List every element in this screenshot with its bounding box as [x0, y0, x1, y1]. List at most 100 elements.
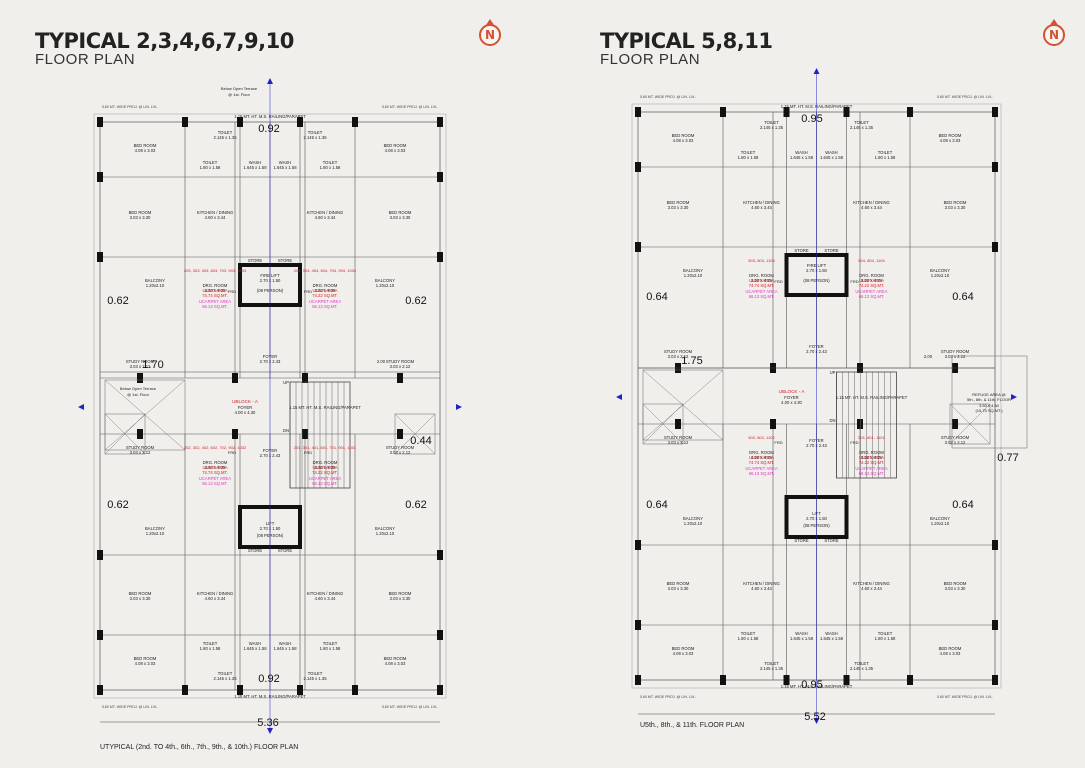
kitchen-bottom-right-dim: 4.60 x 3.44: [861, 586, 882, 591]
kitchen-bottom-left-name: KITCHEN / DINING: [197, 591, 234, 596]
bedroom-bottom-right-name: BED ROOM: [939, 646, 962, 651]
block-foyer-dim: 4.00 x 4.30: [781, 400, 802, 405]
bedroom2-bottom-right-dim: 3.03 x 3.30: [390, 596, 411, 601]
unit-top-right-carpet-value: 66.13 SQ.MT.: [859, 294, 885, 299]
wash-top-left-dim: 1.645 x 1.58: [790, 155, 814, 160]
toilet-bottom-left-name: TOILET: [764, 661, 779, 666]
dim-5-36: 5.36: [257, 717, 278, 729]
drawing-room-top-right-name: DRG. ROOM: [859, 273, 884, 278]
balcony-bottom-left-name: BALCONY: [683, 516, 703, 521]
frd-label: FRD: [774, 440, 782, 445]
dim-0-62-bl: 0.62: [107, 499, 128, 511]
terrace-box: [642, 403, 684, 445]
block-label: UBLOCK - A: [232, 399, 259, 404]
toilet2-top-left-dim: 1.80 x 1.58: [738, 155, 759, 160]
bedroom2-top-right-dim: 3.03 x 3.30: [390, 215, 411, 220]
wall-column: [182, 117, 188, 127]
terrace-note: @ 1st. Floor: [127, 392, 150, 397]
block-label: UBLOCK - A: [779, 389, 806, 394]
balcony-bottom-right-dim: 1.20x2.10: [931, 521, 950, 526]
dim-0-92-top: 0.92: [258, 123, 279, 135]
unit-bottom-left-unit-area-value: 74.74 SQ.MT.: [202, 470, 228, 475]
left-title-block: TYPICAL 2,3,4,6,7,9,10 FLOOR PLAN: [35, 30, 294, 68]
terrace-cross: [949, 403, 991, 445]
wall-column: [97, 685, 103, 695]
kitchen-top-left-name: KITCHEN / DINING: [743, 200, 780, 205]
store-label: STORE: [248, 258, 263, 263]
wash-top-right-name: WASH: [825, 150, 837, 155]
right-plan-subtitle: FLOOR PLAN: [600, 51, 701, 68]
wall-column: [437, 117, 443, 127]
bedroom2-top-left-dim: 3.03 x 3.30: [130, 215, 151, 220]
projection-label-bottom-right: 0.60 MT. WIDE PROJ. @ LIN. LVL.: [382, 705, 438, 709]
unit-bottom-left-unit-area-label: UUNIT AREA: [202, 465, 227, 470]
axis-arrow-bottom: [813, 718, 820, 724]
wash-bottom-left-dim: 1.645 x 1.58: [790, 636, 814, 641]
axis-arrow-bottom: [267, 728, 273, 734]
lift-bottom-dim: 2.70 x 1.50: [260, 526, 281, 531]
unit-bottom-right-unit-area-value: 74.22 SQ.MT.: [859, 460, 885, 465]
toilet-bottom-left-name: TOILET: [218, 671, 233, 676]
wall-column: [857, 419, 863, 429]
dim-1-70: 1.70: [142, 359, 163, 371]
wash-bottom-left-name: WASH: [249, 641, 261, 646]
terrace-cross: [642, 403, 684, 445]
toilet-top-right-name: TOILET: [308, 130, 323, 135]
unit-top-right-carpet-label: UCARPET AREA: [309, 299, 341, 304]
drawing-room-bottom-right-name: DRG. ROOM: [859, 450, 884, 455]
wash-top-right-name: WASH: [279, 160, 291, 165]
wall-column: [952, 419, 958, 429]
study-bottom-left-dim: 3.03 x 2.12: [130, 450, 151, 455]
wall-column: [635, 620, 641, 630]
toilet2-bottom-left-name: TOILET: [203, 641, 218, 646]
left-plan-caption: UTYPICAL (2nd. TO 4th., 6th., 7th., 9th.…: [100, 744, 299, 751]
unit-top-left-carpet-value: 66.13 SQ.MT.: [749, 294, 775, 299]
north-compass-icon: N: [1043, 19, 1065, 46]
store-label: STORE: [278, 548, 293, 553]
kitchen-bottom-right-name: KITCHEN / DINING: [307, 591, 344, 596]
study-top-right-dim: 3.03 x 2.12: [390, 364, 411, 369]
kitchen-bottom-left-name: KITCHEN / DINING: [743, 581, 780, 586]
dim-0-95-top: 0.95: [801, 113, 822, 125]
bedroom2-bottom-right-name: BED ROOM: [389, 591, 412, 596]
wall-column: [843, 107, 850, 117]
wash-bottom-right-name: WASH: [825, 631, 837, 636]
projection-label-bottom-left: 0.60 MT. WIDE PROJ. @ LIN. LVL.: [102, 705, 158, 709]
unit-top-left-unit-numbers: 203, 303, 403, 603, 703, 903, 1003: [184, 268, 247, 273]
wash-bottom-right-dim: 1.645 x 1.58: [820, 636, 844, 641]
unit-bottom-right-carpet-value: 66.13 SQ.MT.: [859, 471, 885, 476]
bedroom2-top-right-name: BED ROOM: [389, 210, 412, 215]
refuge-dim: 3.50 x 4.50: [979, 403, 1000, 408]
lift-capacity: (08 PERSON): [257, 288, 284, 293]
unit-bottom-right-unit-area-value: 74.22 SQ.MT.: [312, 470, 338, 475]
wall-column: [97, 252, 103, 262]
dim-0-62-tl: 0.62: [107, 295, 128, 307]
stair-up: UP: [830, 370, 836, 375]
terrace-cross: [104, 413, 146, 455]
bedroom-top-left-name: BED ROOM: [134, 143, 157, 148]
balcony-bottom-left-dim: 1.20x2.10: [684, 521, 703, 526]
kitchen-bottom-left-dim: 4.60 x 3.44: [205, 596, 226, 601]
wall-column: [182, 685, 188, 695]
study-bottom-right-dim: 3.03 x 2.12: [945, 440, 966, 445]
wash-top-right-dim: 1.645 x 1.58: [273, 165, 297, 170]
drawing-room-top-right-dim: 3.20 x 4.29: [315, 288, 336, 293]
kitchen-bottom-left-dim: 4.60 x 3.44: [751, 586, 772, 591]
toilet-bottom-left-dim: 2.145 x 1.35: [760, 666, 784, 671]
store-label: STORE: [248, 548, 263, 553]
unit-top-left-carpet-label: UCARPET AREA: [745, 289, 777, 294]
store-label: STORE: [794, 248, 809, 253]
drawing-room-top-left-dim: 3.20 x 4.29: [751, 278, 772, 283]
balcony-top-left-name: BALCONY: [683, 268, 703, 273]
balcony-bottom-left-name: BALCONY: [145, 526, 165, 531]
railing-mid: 1.15 MT. HT. M.S. RAILING/PARAPET: [289, 405, 361, 410]
projection-label-bottom-left: 0.60 MT. WIDE PROJ. @ LIN. LVL.: [640, 695, 696, 699]
bedroom-bottom-right-name: BED ROOM: [384, 656, 407, 661]
block-foyer-name: FOYER: [784, 395, 798, 400]
bedroom-top-right-name: BED ROOM: [939, 133, 962, 138]
toilet2-top-right-name: TOILET: [323, 160, 338, 165]
balcony-top-right-dim: 1.20x2.10: [931, 273, 950, 278]
wash-top-left-name: WASH: [795, 150, 807, 155]
unit-bottom-right-carpet-label: UCARPET AREA: [309, 476, 341, 481]
